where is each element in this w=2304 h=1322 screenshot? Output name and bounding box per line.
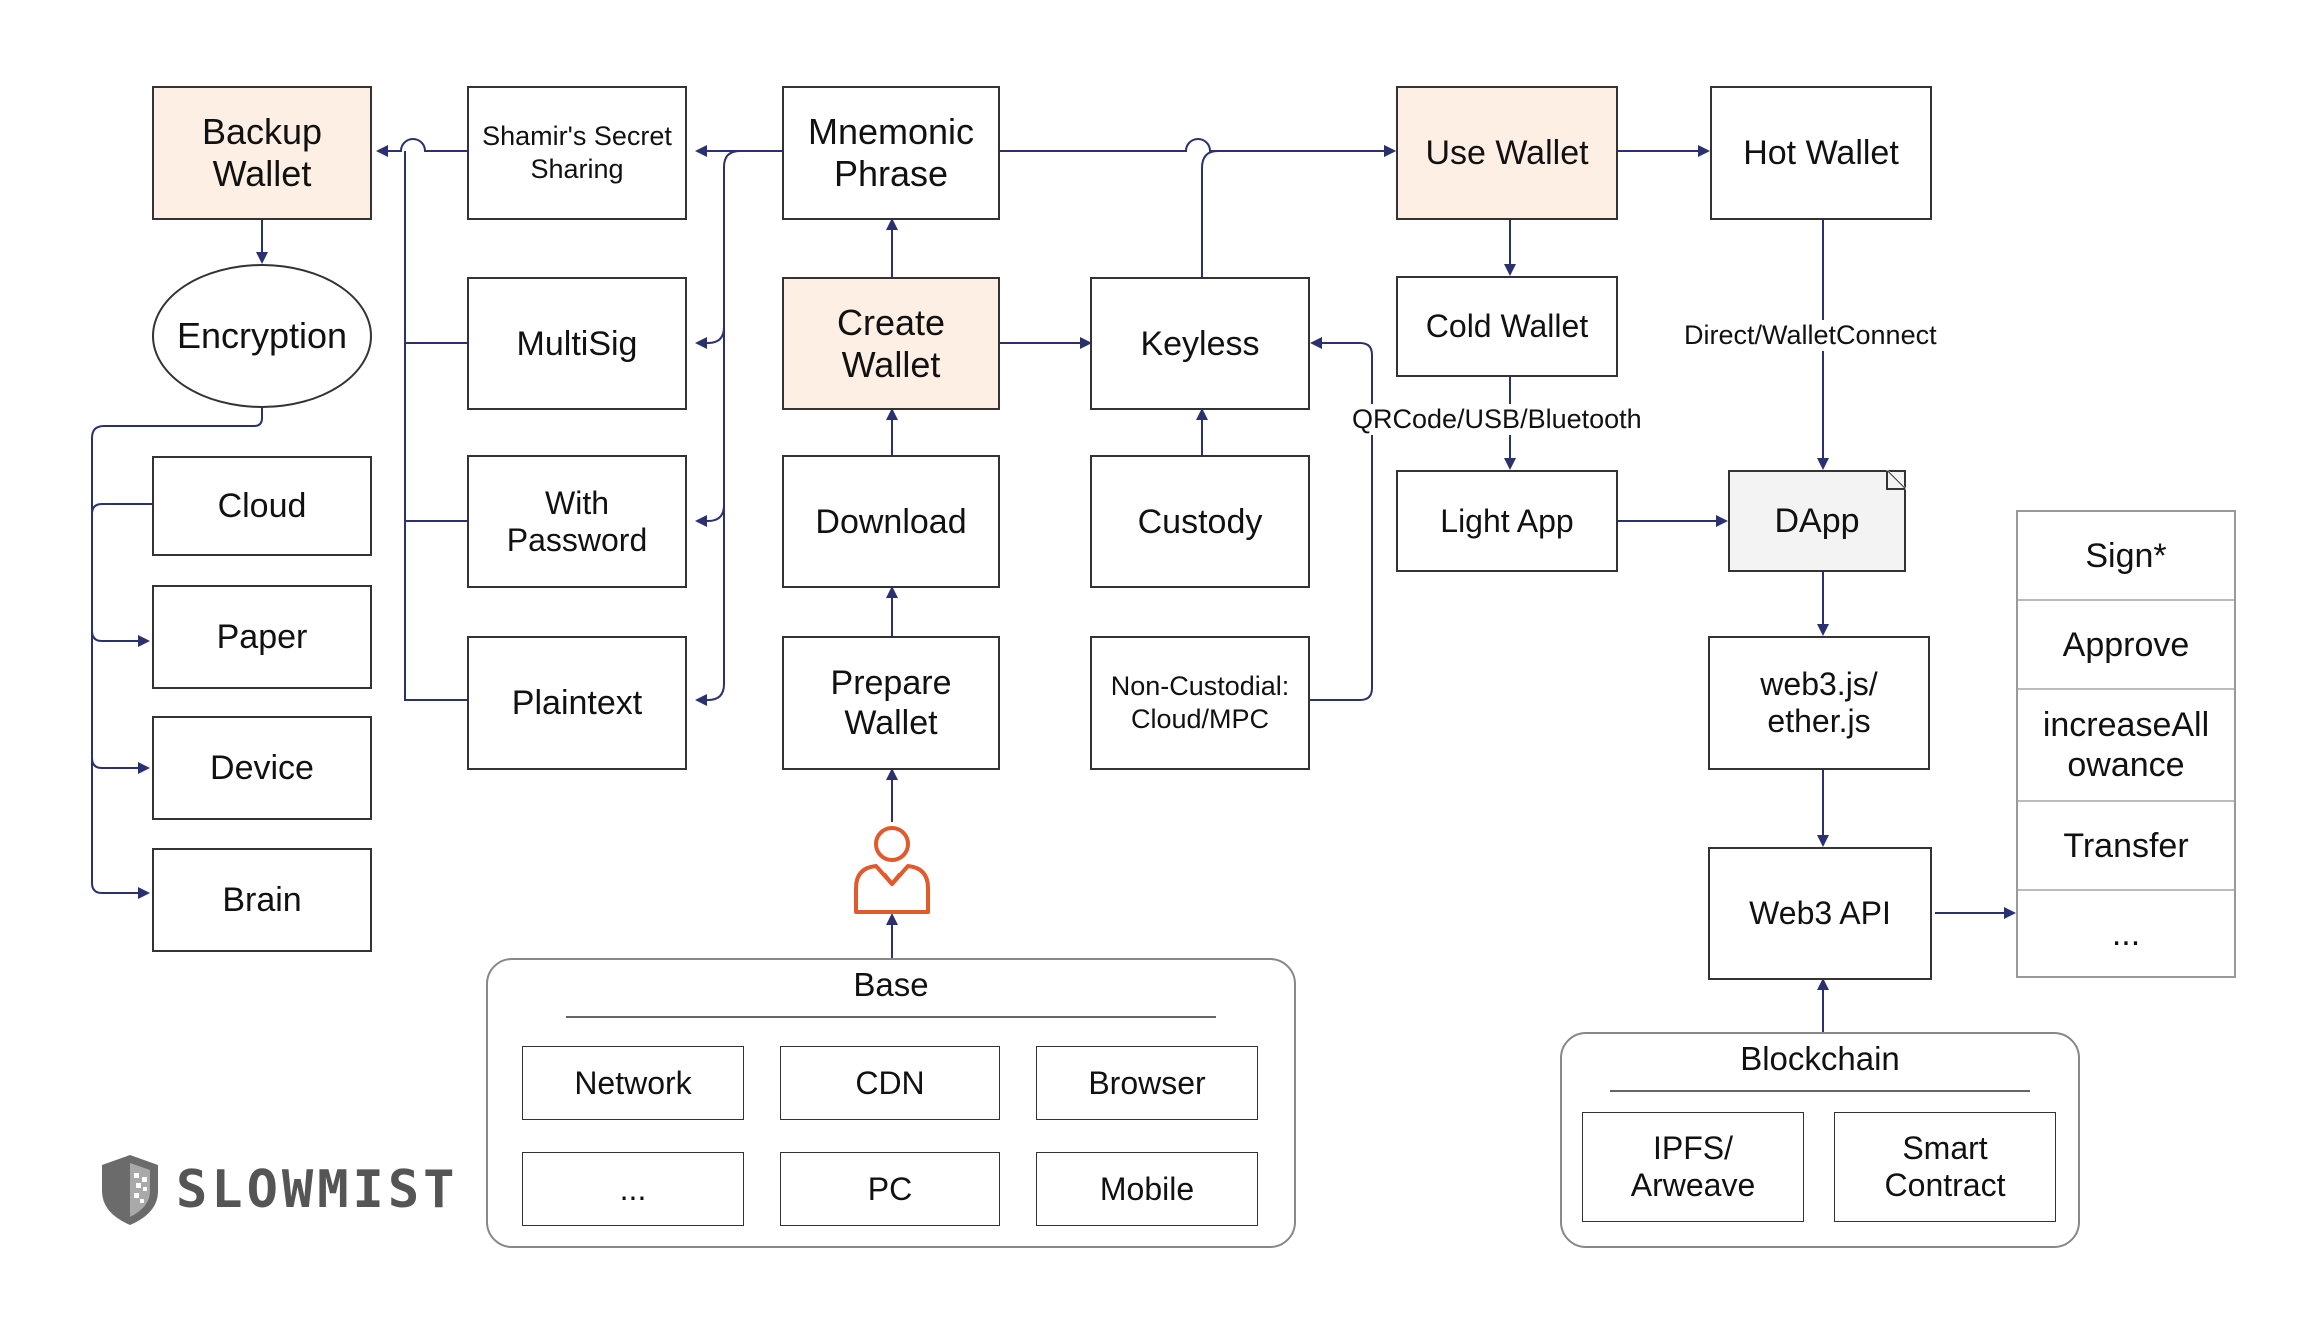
base-group-title: Base [853,966,929,1003]
device-node: Device [152,716,372,820]
action-approve: Approve [2018,601,2234,690]
mnemonic-phrase-node: Mnemonic Phrase [782,86,1000,220]
create-wallet-node: Create Wallet [782,277,1000,410]
shield-icon [102,1155,158,1225]
cold-wallet-node: Cold Wallet [1396,276,1618,377]
dapp-document-fold [1886,470,1906,490]
base-item-mobile: Mobile [1036,1152,1258,1226]
base-group-divider [566,1016,1216,1018]
hot-wallet-node: Hot Wallet [1710,86,1932,220]
prepare-wallet-node: Prepare Wallet [782,636,1000,770]
blockchain-group [1560,1032,2080,1248]
shamir-secret-sharing-node: Shamir's Secret Sharing [467,86,687,220]
web3-api-node: Web3 API [1708,847,1932,980]
direct-walletconnect-label: Direct/WalletConnect [1680,320,1941,351]
multisig-node: MultiSig [467,277,687,410]
slowmist-logo: SLOWMIST [98,1150,468,1230]
base-group [486,958,1296,1248]
download-node: Download [782,455,1000,588]
keyless-node: Keyless [1090,277,1310,410]
encryption-node: Encryption [152,264,372,408]
use-wallet-node: Use Wallet [1396,86,1618,220]
custody-node: Custody [1090,455,1310,588]
action-increase-allowance: increaseAll owance [2018,690,2234,802]
user-icon [854,826,930,914]
non-custodial-node: Non-Custodial: Cloud/MPC [1090,636,1310,770]
blockchain-group-title: Blockchain [1740,1040,1900,1077]
actions-list: Sign* Approve increaseAll owance Transfe… [2016,510,2236,978]
cloud-node: Cloud [152,456,372,556]
backup-wallet-node: Backup Wallet [152,86,372,220]
blockchain-group-divider [1610,1090,2030,1092]
action-more: ... [2111,914,2141,953]
action-sign: Sign* [2018,512,2234,601]
base-item-browser: Browser [1036,1046,1258,1120]
dapp-node: DApp [1728,470,1906,572]
base-item-network: Network [522,1046,744,1120]
paper-node: Paper [152,585,372,689]
base-item-pc: PC [780,1152,1000,1226]
light-app-node: Light App [1396,470,1618,572]
blockchain-item-smart-contract: Smart Contract [1834,1112,2056,1222]
web3js-node: web3.js/ ether.js [1708,636,1930,770]
qrcode-usb-bluetooth-label: QRCode/USB/Bluetooth [1348,404,1646,435]
base-item-more: ... [522,1152,744,1226]
with-password-node: With Password [467,455,687,588]
action-transfer: Transfer [2018,802,2234,891]
plaintext-node: Plaintext [467,636,687,770]
base-item-cdn: CDN [780,1046,1000,1120]
blockchain-item-ipfs-arweave: IPFS/ Arweave [1582,1112,1804,1222]
brain-node: Brain [152,848,372,952]
slowmist-logo-text: SLOWMIST [176,1160,459,1220]
